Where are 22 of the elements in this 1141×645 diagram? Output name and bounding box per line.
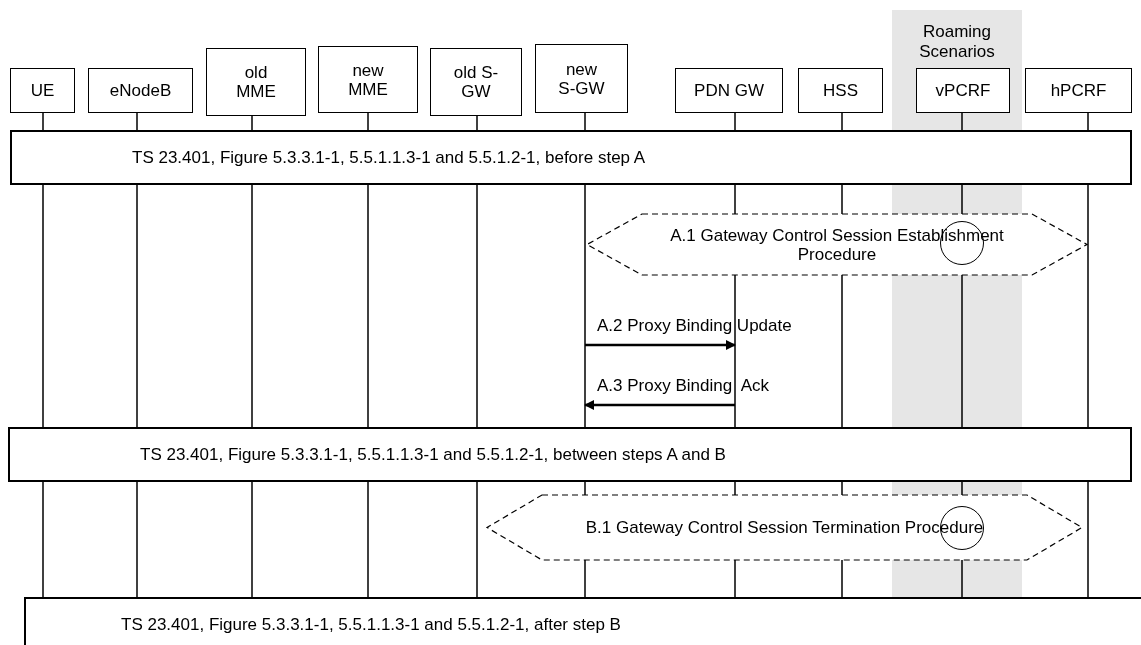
procedure-label: A.1 Gateway Control Session Establishment Procedure <box>669 225 1005 264</box>
message-arrow <box>584 400 735 410</box>
edge-label: A.3 Proxy Binding Ack <box>597 376 769 395</box>
participant-box: hPCRF <box>1025 68 1132 113</box>
procedure-hexagon <box>587 214 1087 275</box>
participant-box: PDN GW <box>675 68 783 113</box>
procedure-label: B.1 Gateway Control Session Termination Procedure <box>585 518 984 537</box>
participant-box: eNodeB <box>88 68 193 113</box>
participant-box: new MME <box>318 46 418 113</box>
participant-box: new S-GW <box>535 44 628 113</box>
reference-frame: TS 23.401, Figure 5.3.3.1-1, 5.5.1.1.3-1 and 5.5.1.2-1, before step A <box>10 130 1132 185</box>
reference-frame: TS 23.401, Figure 5.3.3.1-1, 5.5.1.1.3-1 and 5.5.1.2-1, after step B <box>24 597 1141 645</box>
procedure-hexagon <box>487 495 1082 560</box>
reference-frame: TS 23.401, Figure 5.3.3.1-1, 5.5.1.1.3-1 and 5.5.1.2-1, between steps A and B <box>8 427 1132 482</box>
participant-box: vPCRF <box>916 68 1010 113</box>
participant-box: HSS <box>798 68 883 113</box>
band-title: Roaming Scenarios <box>918 22 996 62</box>
participant-box: UE <box>10 68 75 113</box>
participant-box: old MME <box>206 48 306 116</box>
participant-box: old S-GW <box>430 48 522 116</box>
edge-label: A.2 Proxy Binding Update <box>597 316 792 335</box>
message-arrow <box>585 340 736 350</box>
